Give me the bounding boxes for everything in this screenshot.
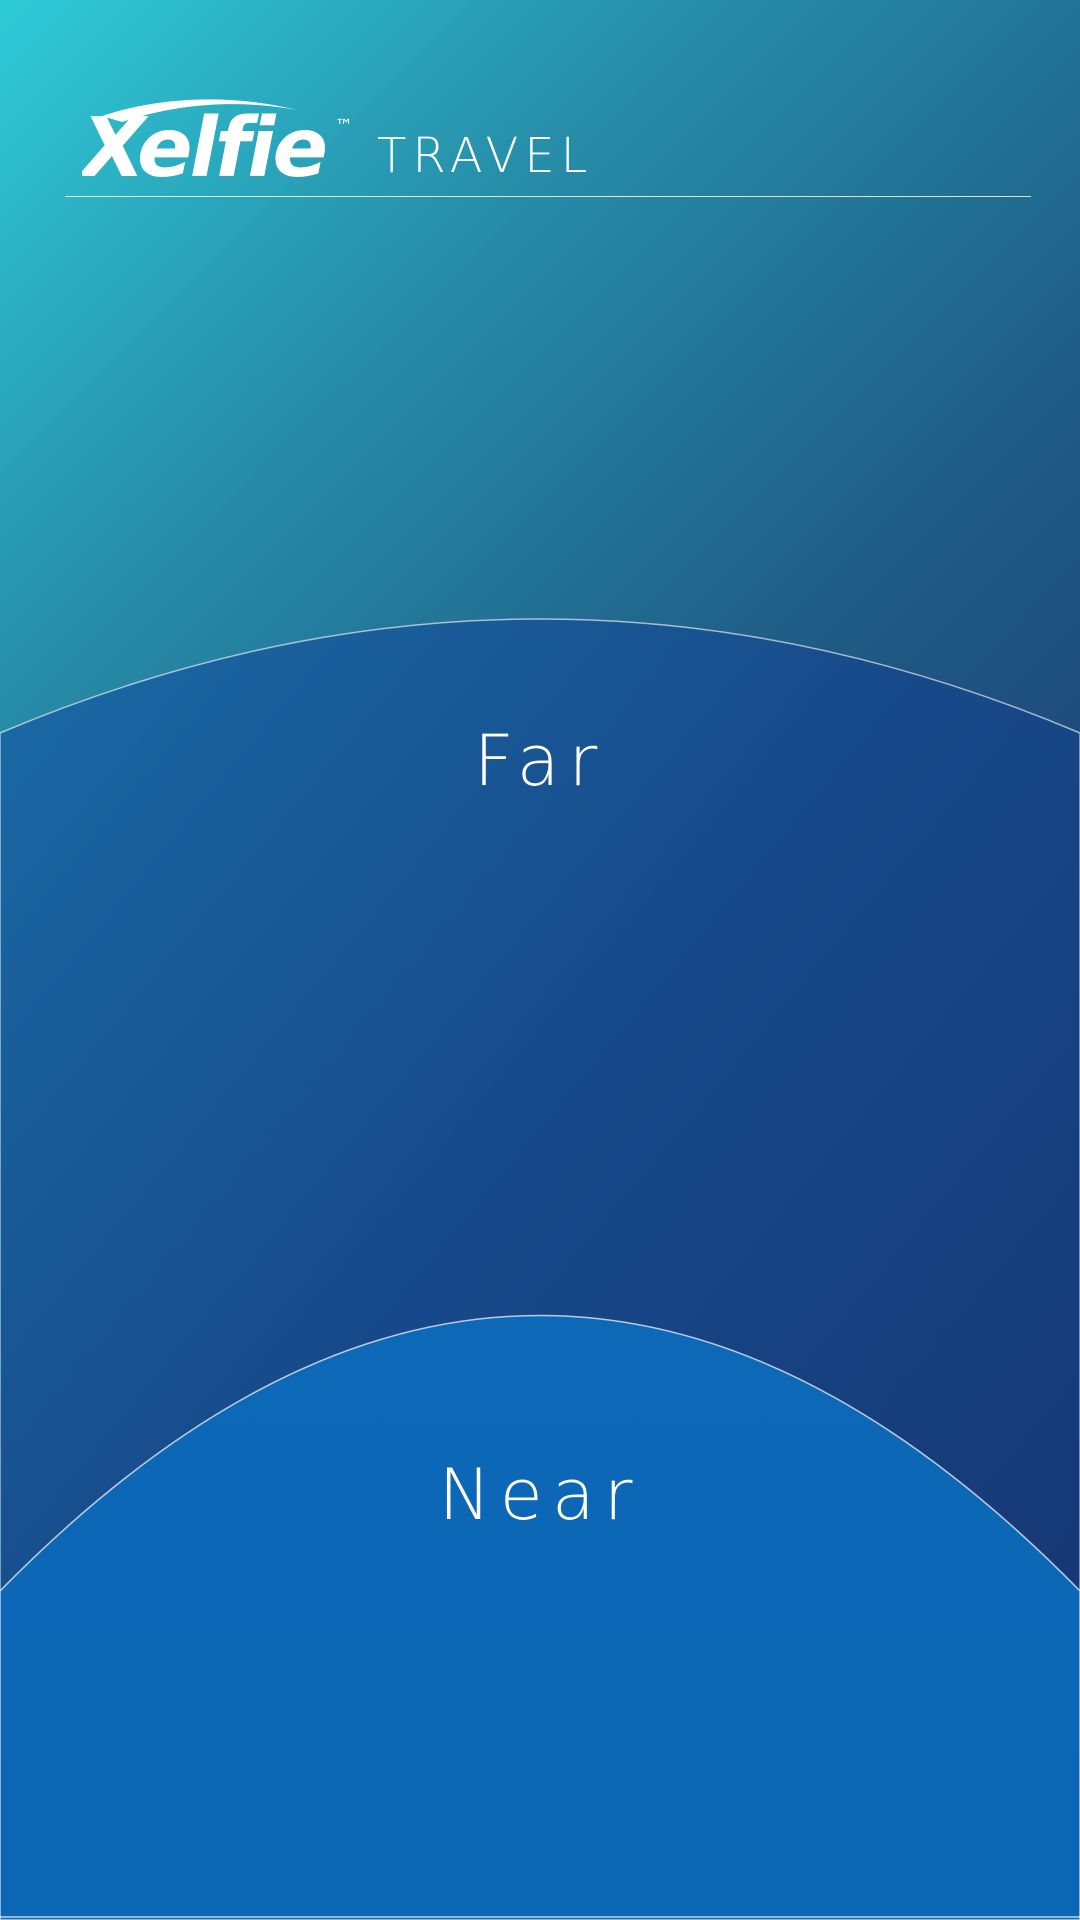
far-zone-button[interactable]: Far — [0, 622, 1080, 1362]
far-label: Far — [473, 720, 607, 802]
xelfie-logo-icon: Xelfie ™ TRAVEL — [82, 99, 593, 183]
bottom-edge-line — [0, 1916, 1080, 1918]
xelfie-travel-logo: Xelfie ™ TRAVEL — [82, 98, 642, 183]
logo-product-name: TRAVEL — [377, 128, 593, 183]
logo-wordmark: Xelfie — [82, 101, 325, 183]
trademark-symbol: ™ — [335, 116, 353, 137]
near-zone-shape — [0, 1314, 1080, 1920]
near-zone-button[interactable]: Near — [0, 1362, 1080, 1920]
header: Xelfie ™ TRAVEL — [65, 0, 1031, 197]
near-label: Near — [438, 1454, 642, 1536]
header-divider — [65, 196, 1031, 197]
